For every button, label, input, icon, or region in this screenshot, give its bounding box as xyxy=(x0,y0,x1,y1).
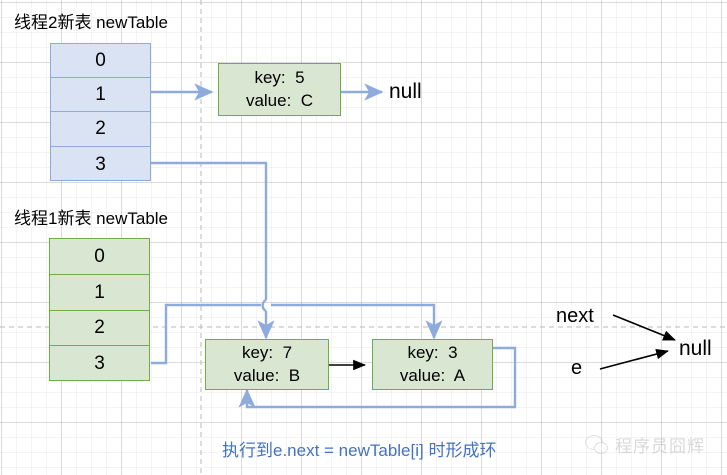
node-key5-value: value: C xyxy=(245,90,314,110)
thread1-slot-2[interactable]: 2 xyxy=(50,311,149,346)
thread2-table-title: 线程2新表 newTable xyxy=(14,13,169,32)
thread1-slot-1[interactable]: 1 xyxy=(50,275,149,311)
edge-e-to-null xyxy=(599,348,669,370)
diagram-caption: 执行到e.next = newTable[i] 时形成环 xyxy=(222,441,497,460)
edge-t2slot3-part1 xyxy=(151,161,268,300)
e-variable-label: e xyxy=(571,357,583,379)
thread2-slot-1[interactable]: 1 xyxy=(51,78,150,112)
node-key7[interactable]: key: 7 value: B xyxy=(205,339,329,390)
thread2-slot-3[interactable]: 3 xyxy=(95,153,106,175)
thread2-newtable: 0 1 2 3 xyxy=(50,43,151,181)
thread2-slot-2[interactable]: 2 xyxy=(51,112,150,147)
thread1-slot-0[interactable]: 0 xyxy=(50,239,149,275)
wechat-logo-icon xyxy=(585,434,609,455)
null-label-top: null xyxy=(389,80,422,103)
thread1-slot-3[interactable]: 3 xyxy=(94,353,105,374)
null-label-right: null xyxy=(679,337,712,360)
next-variable-label: next xyxy=(556,305,594,327)
node-key7-value: value: B xyxy=(233,365,301,385)
thread1-table-title: 线程1新表 newTable xyxy=(14,209,169,228)
thread1-newtable: 0 1 2 3 xyxy=(49,238,150,381)
node-key3-key: key: 3 xyxy=(407,342,458,362)
edge-t1slot3-to-key3 xyxy=(271,303,443,340)
node-key5[interactable]: key: 5 value: C xyxy=(218,63,341,116)
node-key5-key: key: 5 xyxy=(254,67,305,87)
watermark-text: 程序员囧辉 xyxy=(615,437,705,456)
node-key7-key: key: 7 xyxy=(241,342,293,362)
watermark: 程序员囧辉 xyxy=(585,432,705,457)
node-key3-value: value: A xyxy=(399,365,466,385)
thread2-slot-0[interactable]: 0 xyxy=(51,44,150,78)
node-key3[interactable]: key: 3 value: A xyxy=(372,339,493,390)
edge-next-to-null xyxy=(612,314,676,341)
line-jump-hop xyxy=(261,298,267,313)
